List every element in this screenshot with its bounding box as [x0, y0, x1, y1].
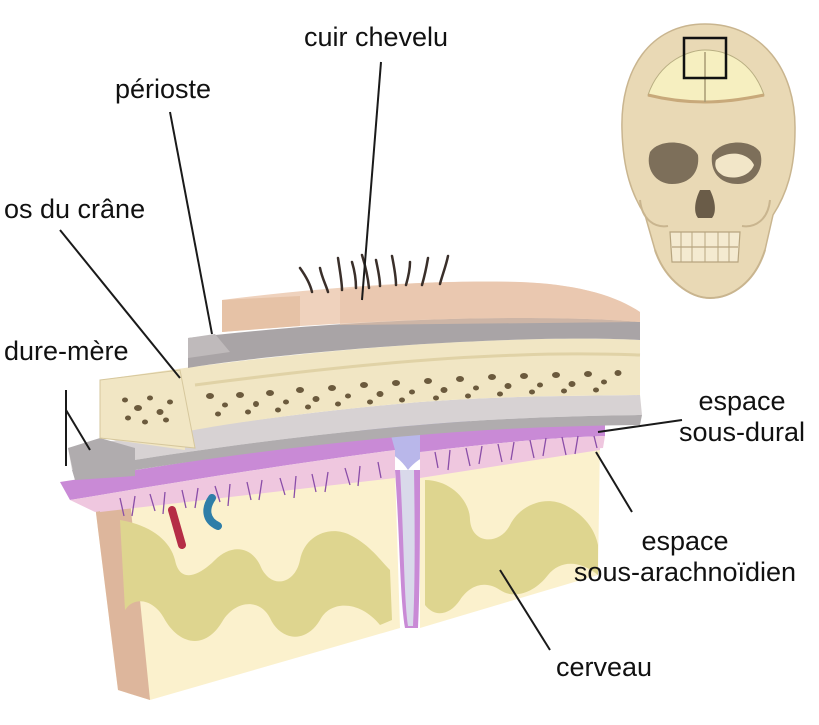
label-subarachnoid-line2: sous-arachnoïdien	[573, 557, 797, 588]
label-subarachnoid-space: espace sous-arachnoïdien	[556, 526, 814, 588]
zoom-region-box	[682, 36, 728, 80]
label-scalp: cuir chevelu	[304, 22, 449, 52]
scalp-layer	[222, 281, 640, 332]
label-periosteum: périoste	[115, 74, 212, 104]
skull-bone-layer	[99, 338, 641, 450]
leader-periosteum	[169, 111, 213, 335]
artery	[168, 506, 186, 549]
leader-brain	[499, 569, 551, 651]
leader-scalp	[361, 61, 382, 301]
leader-lines	[59, 61, 683, 651]
label-subdural-space: espace sous-dural	[672, 386, 812, 448]
leader-dura-2	[65, 409, 91, 451]
label-subdural-line1: espace	[698, 386, 786, 416]
skull-icon	[621, 23, 796, 300]
label-brain: cerveau	[556, 652, 653, 682]
meninges-cross-section	[60, 253, 642, 700]
label-skull-bone: os du crâne	[4, 194, 146, 224]
label-subarachnoid-line1: espace	[641, 526, 729, 556]
label-subdural-line2: sous-dural	[678, 417, 806, 448]
periosteum-layer	[188, 318, 640, 368]
arachnoid-trabeculae	[119, 435, 598, 517]
vein	[203, 494, 222, 530]
leader-subarachnoid	[595, 451, 633, 513]
leader-bone	[59, 229, 181, 379]
hair	[298, 253, 450, 294]
label-dura-mater: dure-mère	[4, 336, 129, 366]
leader-subdural	[597, 419, 683, 433]
brain	[95, 440, 600, 700]
diploe-pores	[122, 370, 622, 425]
dura-mater-layer	[68, 395, 642, 470]
arachnoid-left	[60, 432, 395, 500]
